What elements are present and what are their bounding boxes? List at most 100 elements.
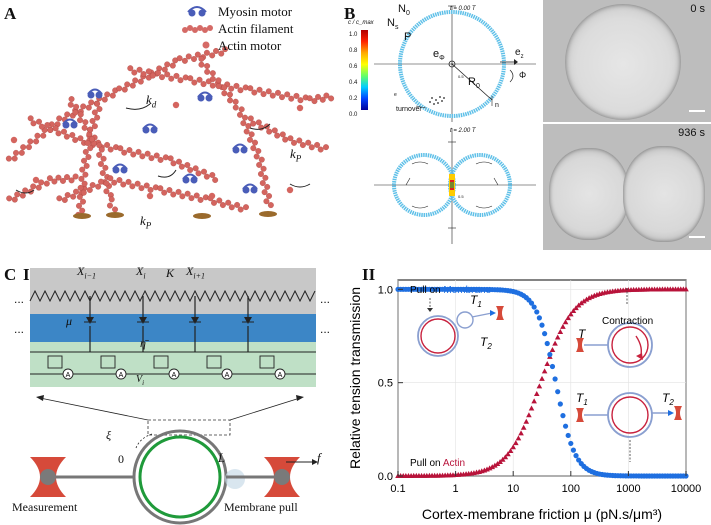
actin-data-point [578,300,585,306]
legend-actin-motor-label: Actin motor [218,38,282,53]
actin-data-point [507,447,514,453]
measurement-label: Measurement [12,500,78,514]
svg-text:A: A [66,372,71,379]
membrane-data-point [528,300,535,306]
actin-data-point [557,328,564,334]
axis-tick-bottom: 0.5 [458,194,464,199]
membrane-data-point [534,309,540,315]
node-x-i: Xi [136,264,146,281]
membrane-data-point [552,376,558,382]
flow-arrows [405,161,499,209]
e-phi-symbol [448,60,456,68]
top-time-label: t = 0.00 T [450,6,476,12]
velocity-v-label: Vi [136,374,145,387]
panel-a-illustration [5,6,335,219]
series-pull-on-membrane [395,286,689,479]
left-ellipsis: ... [14,322,25,336]
x-axis-label: Cortex-membrane friction μ (pN.s/μm³) [422,506,662,522]
panel-c-sub-ii: II [362,265,376,284]
actin-data-point [513,440,519,446]
series-pull-on-actin [395,286,689,478]
actin-data-point [492,462,498,468]
ez-label: ez [515,47,524,60]
legend-actin: Pull on Actin [410,458,465,469]
x-tick-label: 10 [507,483,519,495]
origin-zero-label: 0 [118,452,124,466]
y-tick-label: 0.5 [378,378,393,390]
membrane-data-point [539,322,545,328]
actin-data-point [523,418,530,424]
turnover-particles [429,96,445,105]
micrograph-time-label: 0 s [690,3,705,15]
rate-kp-right-label: kP [290,146,302,164]
actin-data-point [526,412,532,418]
actin-motor-legend-icon [202,41,210,49]
daughter-cell-image-left [549,148,629,240]
x-tick-label: 0.1 [390,483,405,495]
x-tick-label: 100 [562,483,580,495]
north-label: N0 [398,3,410,18]
membrane-ring [132,429,228,525]
inset-t2-label: T2 [480,335,492,351]
micrograph-time-label: 936 s [678,127,705,139]
scale-bar [689,110,705,112]
node-links [89,296,249,352]
actin-data-point [581,298,587,304]
panel-a-letter: A [4,4,17,23]
actin-data-point [583,296,590,302]
pull-trap [264,457,300,497]
rate-kp-bottom-label: kP [140,213,152,231]
membrane-data-point [547,351,553,358]
svg-text:A: A [172,372,177,379]
actin-data-point [520,424,527,430]
actin-data-point [489,464,496,470]
right-ellipsis: ... [320,322,331,336]
legend-membrane: Pull on Membrane [410,285,492,296]
membrane-data-point [549,363,556,370]
actin-data-point [531,398,537,404]
force-f-label: f [317,450,321,465]
e-theta-label: e [394,92,397,98]
membrane-data-point [555,389,561,395]
rate-kd-label: kd [146,92,157,110]
daughter-cell-right [448,153,512,217]
actin-data-point [486,465,493,471]
actin-data-point [515,435,522,441]
legend-myosin-label: Myosin motor [218,4,293,19]
turnover-arrows [15,103,311,194]
actin-data-point [518,430,524,436]
actin-data-point [505,451,511,457]
membrane-data-point [576,457,582,463]
axis-tick-top: 0.5 [458,74,464,79]
inset-t1-label: T1 [470,293,482,309]
xi-coordinate-label: ξ [106,428,112,442]
bottom-time-label: t = 2.00 T [450,128,476,134]
radius-line [451,63,493,101]
normal-label: n [495,102,499,109]
membrane-data-point [562,423,569,429]
membrane-pull-label: Membrane pull [224,500,298,514]
scale-bar [689,236,705,238]
actin-data-point [562,319,569,325]
ephi-label: eΦ [433,48,445,63]
membrane-data-point [570,447,577,453]
actin-data-point [494,460,501,466]
micrograph-initial: 0 s [543,0,711,122]
actin-data-point [533,390,540,396]
actin-filament-legend-icon [182,25,213,33]
length-l-label: L [218,450,226,465]
membrane-data-point [536,315,542,321]
node-x-next: Xi+1 [186,264,205,281]
actin-data-point [560,323,566,329]
inset-membrane-pull [417,298,504,357]
panel-b-letter: B [344,4,356,23]
y-axis-label: Relative tension transmission [347,287,363,469]
x-tick-label: 10000 [671,483,702,495]
inset-contraction-label: Contraction [602,316,653,327]
radius-label: R0 [468,76,480,91]
actin-data-point [573,305,579,311]
